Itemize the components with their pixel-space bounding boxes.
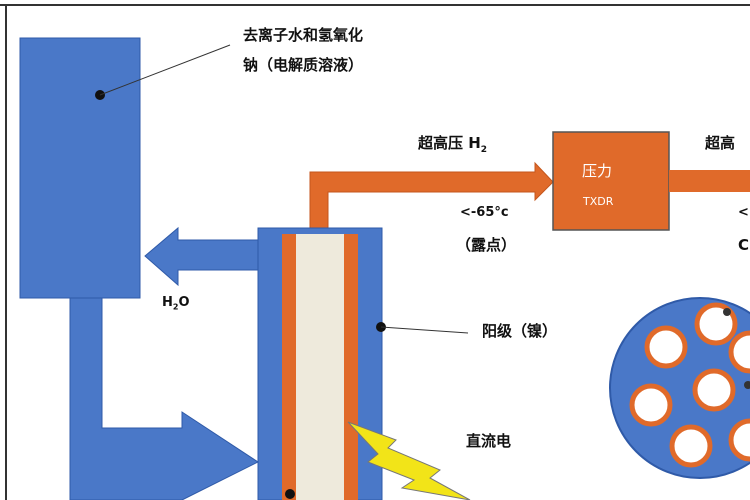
right-c-label: C: [738, 236, 750, 254]
txdr-box-subtitle: TXDR: [583, 195, 614, 208]
h2o-o: O: [178, 295, 190, 310]
tube: [692, 368, 736, 412]
dew-temp-label: <-65°c: [460, 205, 509, 220]
electrolyte-label-line2: 钠（电解质溶液）: [243, 56, 364, 74]
h2o-h: H: [162, 295, 173, 310]
cell-cathode-left: [282, 234, 296, 500]
hp-h2-sub: 2: [480, 145, 488, 155]
water-return-arrow: [144, 226, 259, 287]
anode-pointer-line: [380, 326, 469, 334]
h2-output-pipe: [309, 161, 554, 229]
dc-power-label: 直流电: [466, 432, 512, 450]
pressure-txdr-box: [552, 131, 670, 231]
h2o-sub: 2: [172, 302, 179, 312]
cell-membrane: [296, 234, 344, 500]
tube: [728, 418, 750, 462]
lightning-bolt-icon: [347, 421, 471, 500]
right-dash-label: <: [738, 205, 749, 220]
cell-bottom-dot: [285, 489, 295, 499]
hp-right-label: 超高: [705, 134, 736, 152]
anode-label: 阳级（镍）: [482, 322, 558, 340]
hp-h2-text: 超高压 H: [418, 134, 481, 152]
tube: [669, 424, 713, 468]
dew-point-label: （露点）: [456, 236, 517, 254]
cell-anode-right: [344, 234, 358, 500]
hp-h2-label: 超高压 H2: [418, 136, 487, 155]
tube: [728, 330, 750, 374]
electrolyte-tank: [19, 37, 141, 299]
h2o-label: H2O: [162, 296, 190, 312]
bundle-pointer-dot: [723, 308, 731, 316]
tube: [644, 325, 688, 369]
h2-exit-pipe: [669, 170, 750, 192]
bundle-pointer-dot-2: [744, 381, 750, 389]
tube: [629, 383, 673, 427]
electrolyte-label-line1: 去离子水和氢氧化: [243, 26, 364, 44]
feed-pipe: [69, 297, 259, 500]
tank-pointer-line: [99, 44, 231, 96]
txdr-box-title: 压力: [582, 162, 613, 180]
